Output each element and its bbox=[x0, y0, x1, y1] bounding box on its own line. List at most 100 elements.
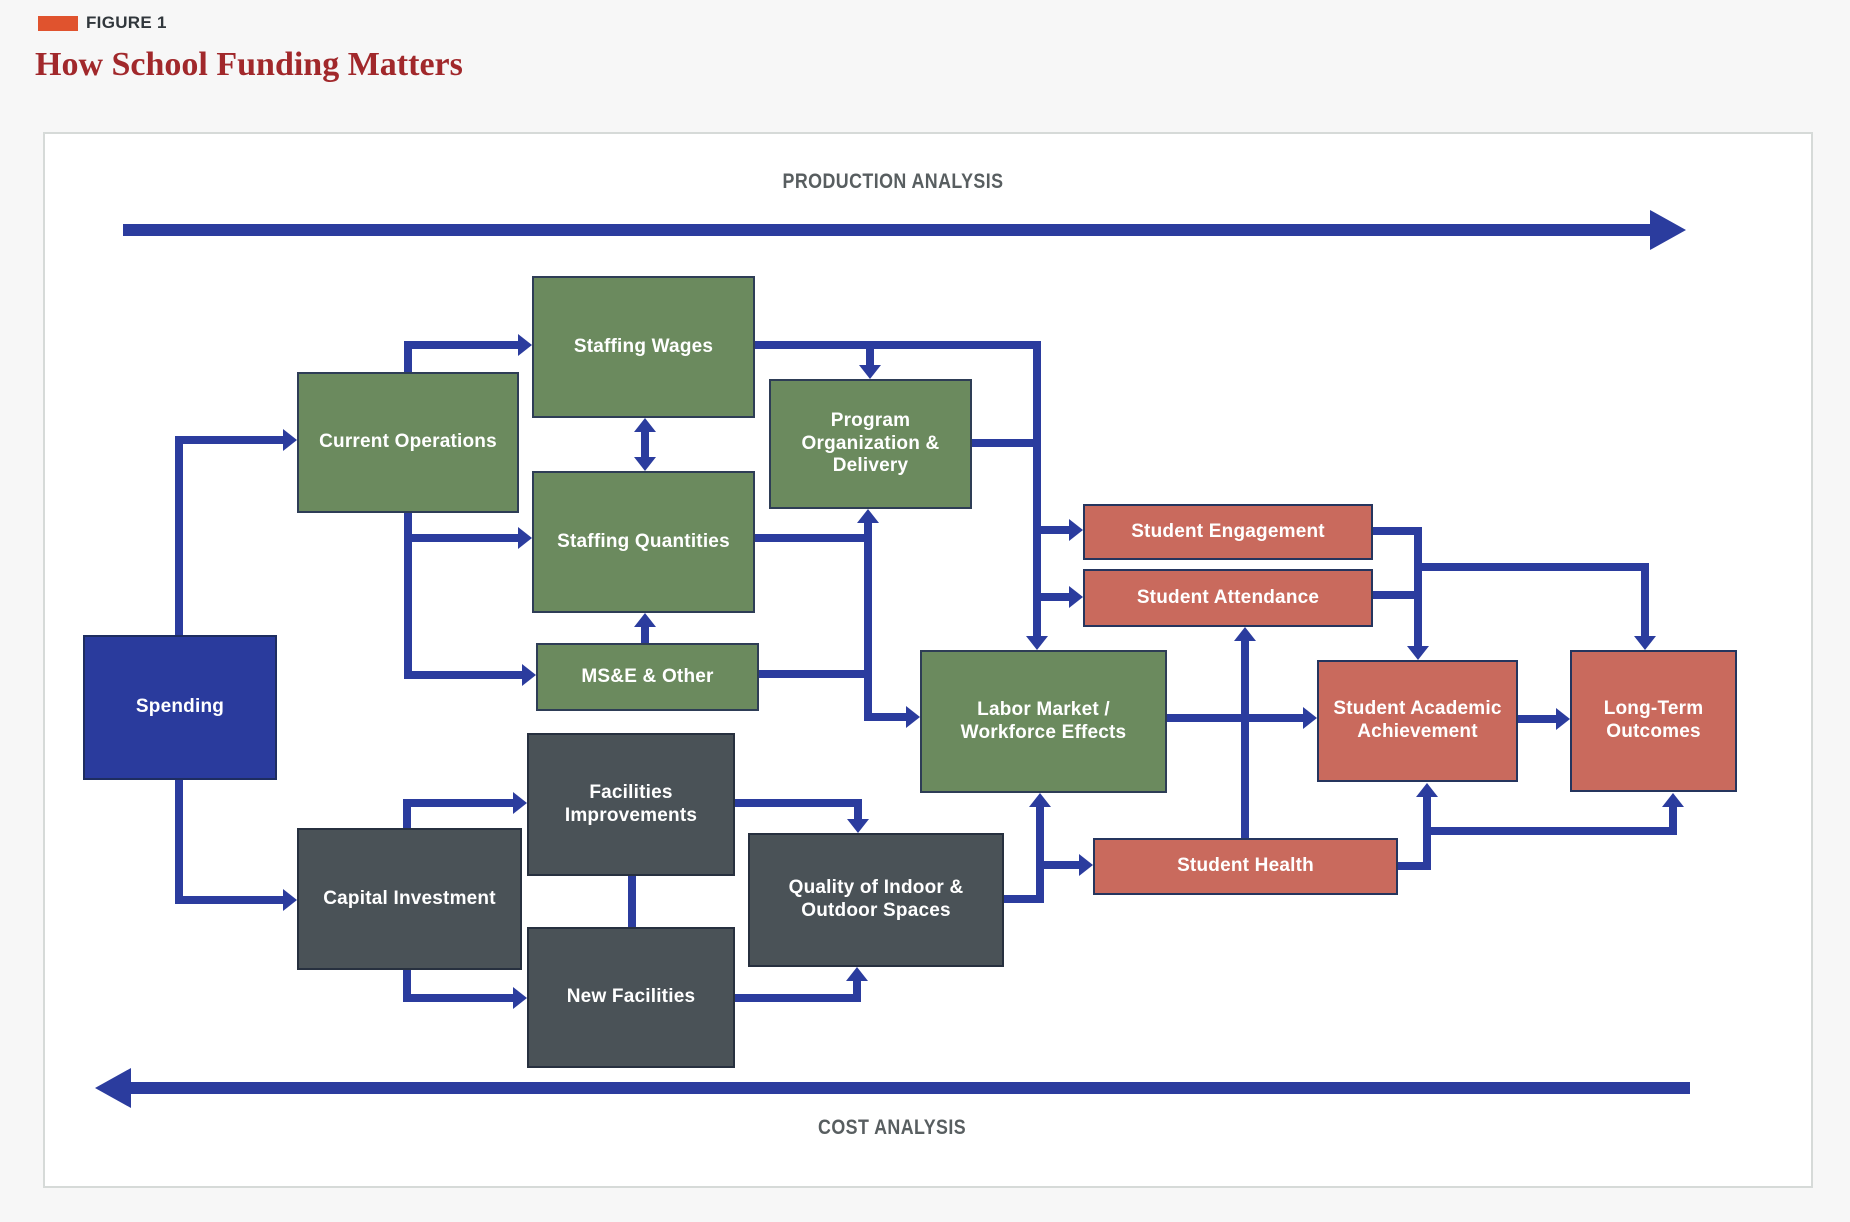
cost-analysis-text: COST ANALYSIS bbox=[818, 1116, 967, 1139]
connector bbox=[179, 436, 283, 444]
connector bbox=[864, 523, 872, 721]
page-title: How School Funding Matters bbox=[35, 46, 463, 83]
node-label: Program Organization & Delivery bbox=[801, 409, 940, 477]
connector bbox=[641, 627, 649, 643]
node-label: Student Academic Achievement bbox=[1333, 698, 1502, 742]
production-analysis-label: PRODUCTION ANALYSIS bbox=[95, 170, 1690, 194]
node-label: Capital Investment bbox=[323, 887, 496, 909]
node-label: New Facilities bbox=[566, 986, 696, 1008]
connector bbox=[1241, 641, 1249, 838]
connector bbox=[641, 432, 649, 457]
connector bbox=[404, 341, 412, 372]
arrowhead-icon bbox=[513, 987, 527, 1009]
arrowhead-icon bbox=[634, 613, 656, 627]
arrowhead-icon bbox=[283, 429, 297, 451]
connector bbox=[407, 994, 513, 1002]
connector bbox=[1033, 349, 1041, 636]
connector bbox=[628, 876, 636, 927]
arrowhead-icon bbox=[906, 706, 920, 728]
arrowhead-icon bbox=[522, 664, 536, 686]
connector bbox=[1418, 563, 1649, 571]
node-capital-investment: Capital Investment bbox=[297, 828, 522, 970]
connector bbox=[1427, 827, 1677, 835]
arrowhead-icon bbox=[1069, 519, 1083, 541]
connector bbox=[868, 713, 906, 721]
connector bbox=[755, 534, 872, 542]
connector bbox=[755, 341, 1041, 349]
connector bbox=[854, 799, 862, 819]
connector bbox=[1004, 895, 1044, 903]
node-spending: Spending bbox=[83, 635, 277, 780]
node-quality-indoor-outdoor-spaces: Quality of Indoor & Outdoor Spaces bbox=[748, 833, 1004, 967]
node-student-engagement: Student Engagement bbox=[1083, 504, 1373, 560]
connector bbox=[408, 671, 522, 679]
arrowhead-icon bbox=[846, 967, 868, 981]
production-arrow-shaft bbox=[123, 224, 1650, 236]
arrowhead-icon bbox=[1069, 586, 1083, 608]
node-label: MS&E & Other bbox=[581, 665, 714, 687]
connector bbox=[408, 534, 518, 542]
connector bbox=[735, 799, 862, 807]
connector bbox=[403, 970, 411, 1002]
node-label: Labor Market / Workforce Effects bbox=[960, 698, 1127, 743]
connector bbox=[1398, 862, 1431, 870]
arrowhead-icon bbox=[1079, 854, 1093, 876]
arrowhead-icon bbox=[1416, 783, 1438, 797]
figure-tag-swatch bbox=[38, 16, 78, 31]
figure-tag: FIGURE 1 bbox=[86, 13, 167, 32]
arrowhead-icon bbox=[857, 509, 879, 523]
node-new-facilities: New Facilities bbox=[527, 927, 735, 1068]
arrowhead-icon bbox=[1026, 636, 1048, 650]
arrowhead-icon bbox=[283, 889, 297, 911]
node-student-academic-achievement: Student Academic Achievement bbox=[1317, 660, 1518, 782]
node-staffing-wages: Staffing Wages bbox=[532, 276, 755, 418]
arrowhead-icon bbox=[1634, 636, 1656, 650]
connector bbox=[407, 799, 513, 807]
node-mse-other: MS&E & Other bbox=[536, 643, 759, 711]
node-program-organization-delivery: Program Organization & Delivery bbox=[769, 379, 972, 509]
node-label: Long-Term Outcomes bbox=[1603, 698, 1704, 742]
node-label: Spending bbox=[135, 696, 225, 718]
node-label: Student Attendance bbox=[1136, 586, 1320, 608]
production-analysis-text: PRODUCTION ANALYSIS bbox=[781, 170, 1003, 193]
production-arrow-head-icon bbox=[1650, 210, 1686, 250]
connector bbox=[853, 981, 861, 1002]
connector bbox=[1167, 714, 1303, 722]
connector bbox=[1036, 807, 1044, 903]
connector bbox=[1373, 591, 1418, 599]
arrowhead-icon bbox=[513, 792, 527, 814]
arrowhead-icon bbox=[634, 418, 656, 432]
connector bbox=[759, 670, 872, 678]
node-long-term-outcomes: Long-Term Outcomes bbox=[1570, 650, 1737, 792]
node-student-health: Student Health bbox=[1093, 838, 1398, 895]
connector bbox=[408, 341, 518, 349]
connector bbox=[1669, 807, 1677, 835]
connector bbox=[179, 896, 283, 904]
connector bbox=[1518, 715, 1556, 723]
node-label: Facilities Improvements bbox=[564, 781, 698, 826]
node-label: Current Operations bbox=[319, 431, 497, 453]
arrowhead-icon bbox=[1029, 793, 1051, 807]
node-current-operations: Current Operations bbox=[297, 372, 519, 513]
connector bbox=[1373, 527, 1422, 535]
node-staffing-quantities: Staffing Quantities bbox=[532, 471, 755, 613]
connector bbox=[972, 439, 1041, 447]
connector bbox=[175, 436, 183, 635]
node-labor-market-workforce-effects: Labor Market / Workforce Effects bbox=[920, 650, 1167, 793]
node-student-attendance: Student Attendance bbox=[1083, 569, 1373, 627]
node-facilities-improvements: Facilities Improvements bbox=[527, 733, 735, 876]
node-label: Staffing Wages bbox=[573, 335, 714, 357]
connector bbox=[1037, 593, 1069, 601]
arrowhead-icon bbox=[518, 527, 532, 549]
connector bbox=[404, 513, 412, 679]
node-label: Quality of Indoor & Outdoor Spaces bbox=[788, 877, 964, 921]
node-label: Staffing Quantities bbox=[557, 530, 730, 552]
arrowhead-icon bbox=[859, 365, 881, 379]
arrowhead-icon bbox=[1234, 627, 1256, 641]
arrowhead-icon bbox=[847, 819, 869, 833]
connector bbox=[175, 780, 183, 904]
connector bbox=[1641, 563, 1649, 636]
connector bbox=[403, 799, 411, 828]
arrowhead-icon bbox=[1662, 793, 1684, 807]
